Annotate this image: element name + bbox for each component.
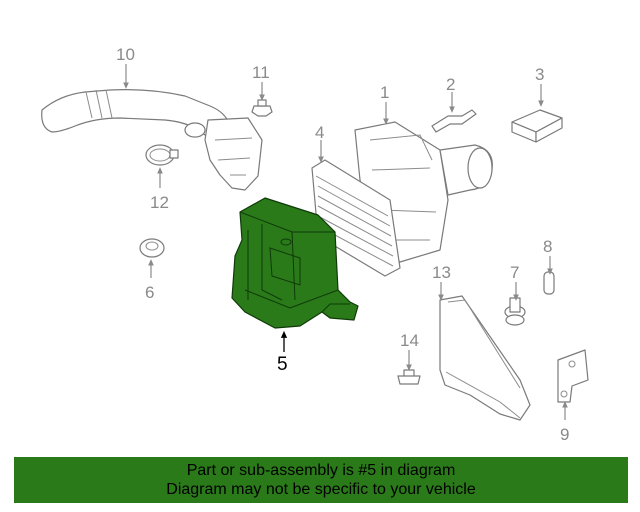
part-13-duct[interactable] <box>439 295 531 421</box>
label-12: 12 <box>150 193 169 212</box>
label-13: 13 <box>432 263 451 282</box>
label-10: 10 <box>116 45 135 64</box>
banner-line-2: Diagram may not be specific to your vehi… <box>166 481 476 498</box>
part-11-clip[interactable] <box>251 99 273 117</box>
part-2-bracket[interactable] <box>431 109 477 133</box>
label-2: 2 <box>446 75 455 94</box>
part-7-push-clip[interactable] <box>504 297 526 326</box>
part-8-pin[interactable] <box>543 271 555 295</box>
part-3-block[interactable] <box>511 109 563 143</box>
label-5: 5 <box>277 354 288 375</box>
part-9-bracket[interactable] <box>557 349 589 403</box>
part-6-grommet[interactable] <box>139 238 165 258</box>
info-banner: Part or sub-assembly is #5 in diagram Di… <box>14 457 628 503</box>
label-3: 3 <box>535 65 544 84</box>
label-4: 4 <box>315 123 324 142</box>
label-6: 6 <box>145 283 154 302</box>
part-12-hose-clamp[interactable] <box>145 144 179 166</box>
label-11: 11 <box>252 63 270 82</box>
part-5-lower-housing[interactable] <box>231 197 359 329</box>
label-1: 1 <box>380 83 389 102</box>
part-14-bolt[interactable] <box>397 369 421 385</box>
label-14: 14 <box>400 331 419 350</box>
label-8: 8 <box>543 237 552 256</box>
part-10-intake-hose[interactable] <box>41 89 263 191</box>
label-7: 7 <box>510 263 519 282</box>
label-9: 9 <box>560 425 569 444</box>
banner-line-1: Part or sub-assembly is #5 in diagram <box>186 462 456 479</box>
parts-diagram: 10 11 12 6 1 2 3 <box>41 45 589 444</box>
